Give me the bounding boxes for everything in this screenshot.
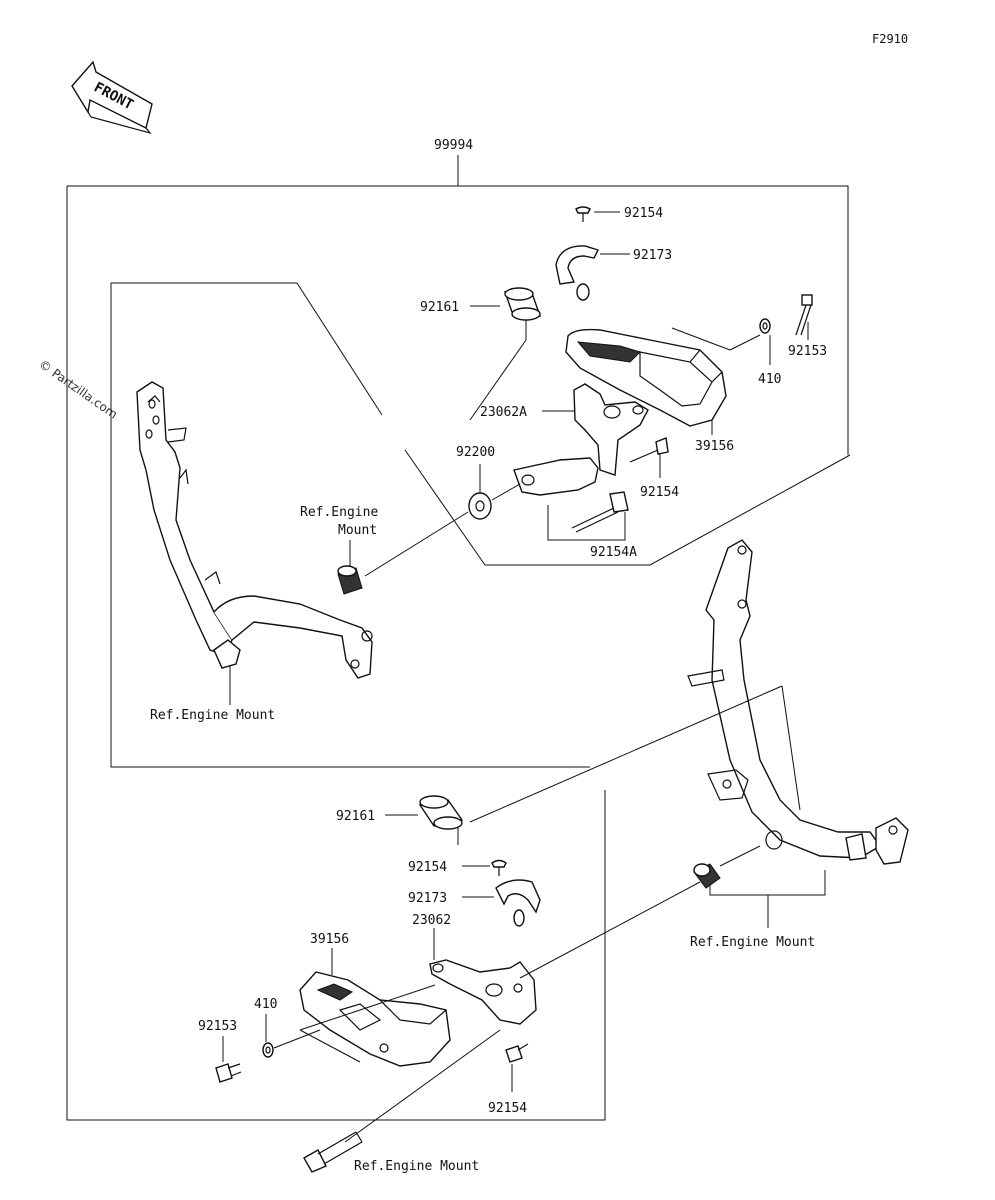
label-ref-engine-mount-3: Ref.Engine Mount [690, 935, 815, 950]
label-ref-engine-1: Ref.Engine [300, 505, 378, 520]
clamp-92173 [555, 245, 599, 301]
long-bolt-bottom [303, 1131, 363, 1173]
label-ref-mount-1: Mount [338, 523, 377, 538]
label-92153: 92153 [788, 344, 827, 359]
screw-92154-bottom [505, 1043, 529, 1063]
assembly-bracket-top [67, 185, 849, 455]
label-39156-bottom: 39156 [310, 932, 349, 947]
bolt-92153-bottom [215, 1063, 242, 1083]
label-ref-engine-mount-4: Ref.Engine Mount [354, 1159, 479, 1174]
label-92200: 92200 [456, 445, 495, 460]
watermark: © Partzilla.com [36, 357, 120, 422]
frame-bottom [485, 454, 851, 566]
slider-39156-bottom [299, 971, 451, 1067]
bolt-92154A [571, 491, 629, 533]
label-92173-lower: 92173 [408, 891, 447, 906]
label-410-bottom: 410 [254, 997, 277, 1012]
screw-92154-mid [629, 437, 669, 463]
label-ref-engine-mount-2: Ref.Engine Mount [150, 708, 275, 723]
label-92173: 92173 [633, 248, 672, 263]
bracket-23062A [573, 383, 649, 476]
washer-410-bottom [262, 1042, 274, 1058]
front-arrow-icon: FRONT [71, 60, 153, 135]
figure-id: F2910 [872, 32, 908, 46]
label-92161-bottom: 92161 [336, 809, 375, 824]
spacer-92161-top [503, 287, 542, 321]
bolt-92153-top [795, 294, 813, 336]
label-92154-bottom: 92154 [488, 1101, 527, 1116]
assembly-number: 99994 [434, 138, 473, 153]
frame-diag [296, 282, 383, 416]
label-23062: 23062 [412, 913, 451, 928]
screw-92154-lower [491, 859, 507, 876]
label-23062A: 23062A [480, 405, 527, 420]
washer-410-top [759, 318, 771, 334]
bracket-92200 [513, 457, 599, 496]
screw-92154-top [575, 206, 591, 222]
label-92154A: 92154A [590, 545, 637, 560]
frame-diag-2 [404, 449, 486, 566]
label-92154-lower: 92154 [408, 860, 447, 875]
washer-92200 [468, 492, 492, 520]
engine-guard-left [136, 381, 373, 679]
label-92161: 92161 [420, 300, 459, 315]
label-410: 410 [758, 372, 781, 387]
engine-guard-right [687, 539, 909, 865]
engine-mount-boss-2 [693, 863, 721, 889]
slider-39156-top [565, 328, 727, 427]
spacer-92161-bottom [418, 795, 464, 830]
label-39156: 39156 [695, 439, 734, 454]
engine-mount-boss-1 [337, 565, 363, 595]
bracket-23062 [429, 959, 537, 1025]
assembly-bracket-left [66, 186, 606, 1121]
label-92154: 92154 [624, 206, 663, 221]
clamp-92173-lower [495, 879, 541, 927]
label-92154-mid: 92154 [640, 485, 679, 500]
left-frame-box [110, 282, 590, 768]
label-92153-bottom: 92153 [198, 1019, 237, 1034]
